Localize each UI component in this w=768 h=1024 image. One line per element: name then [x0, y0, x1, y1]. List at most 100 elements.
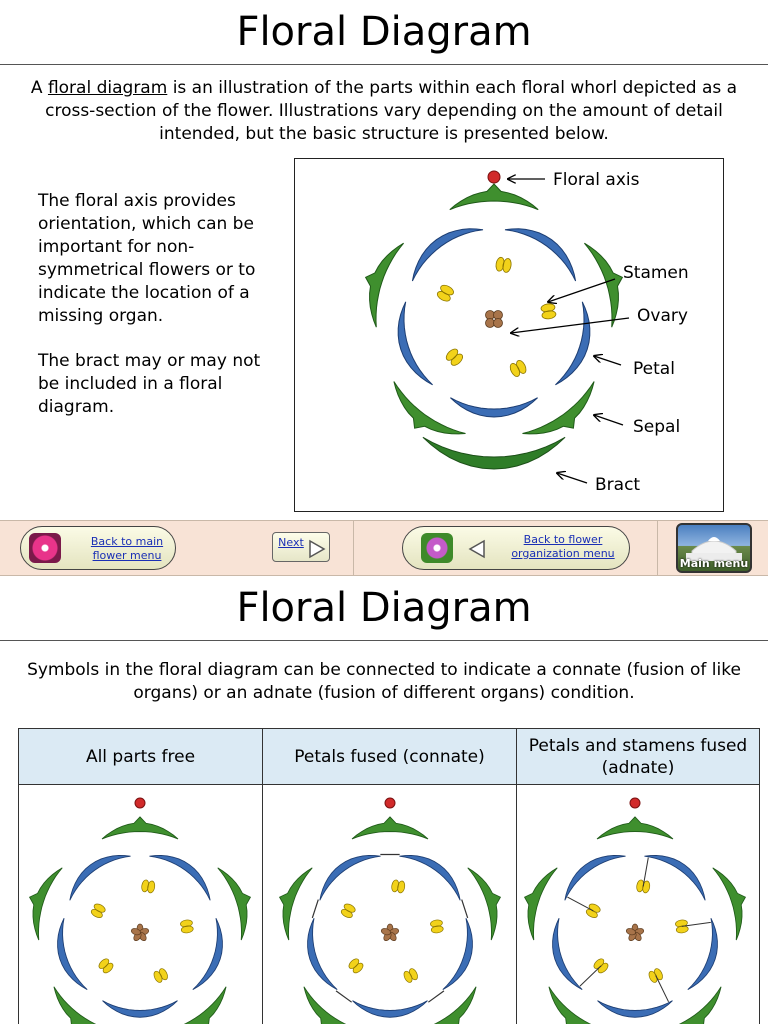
petal-shape	[352, 1000, 428, 1018]
stamen-shape	[180, 919, 194, 934]
label-floral-axis: Floral axis	[553, 170, 640, 190]
nav-divider	[657, 520, 658, 576]
sepal-shape	[183, 986, 227, 1024]
sepal-shape	[584, 242, 624, 328]
petal-shape	[397, 301, 433, 386]
diagram-cell-adnate	[516, 784, 760, 1024]
petal-shape	[687, 918, 718, 990]
petal-shape	[69, 854, 131, 901]
stamen-shape	[153, 968, 168, 983]
intro-paragraph: A floral diagram is an illustration of t…	[20, 77, 748, 146]
stamen-shape	[495, 256, 512, 273]
intro-rest: is an illustration of the parts within e…	[45, 78, 738, 144]
stamen-shape	[445, 348, 464, 366]
stamen-shape	[90, 903, 106, 918]
sepal-shape	[393, 381, 466, 435]
stamen-shape	[141, 879, 156, 894]
axis-dot	[384, 797, 396, 809]
petal-shape	[504, 228, 577, 282]
connation-explanation: Symbols in the floral diagram can be con…	[27, 660, 741, 703]
diagram-cell-connate	[262, 784, 517, 1024]
petal-shape	[597, 1000, 673, 1018]
label-stamen: Stamen	[623, 263, 689, 283]
sepal-shape	[217, 867, 252, 941]
fusion-line	[428, 990, 445, 1003]
adnate-line	[579, 965, 602, 987]
main-menu-label: Main menu	[679, 557, 749, 570]
sepal-shape	[596, 816, 674, 840]
bract-shape	[422, 436, 566, 470]
sepal-shape	[364, 242, 404, 328]
adnate-line	[681, 921, 711, 927]
stamen-shape	[636, 879, 651, 894]
stamen-shape	[430, 919, 444, 934]
ovary-shape	[485, 310, 503, 328]
petal-shape	[149, 854, 211, 901]
title-divider-2	[0, 640, 768, 641]
main-menu-button[interactable]: Main menu	[676, 523, 752, 573]
ovary-shape	[130, 923, 150, 942]
purple-flower-thumbnail-icon	[421, 533, 453, 563]
fusion-line	[461, 899, 469, 919]
column-header-free: All parts free	[18, 728, 263, 785]
fusion-line	[335, 990, 352, 1003]
adnate-line	[655, 975, 670, 1003]
page-title-2: Floral Diagram	[236, 585, 532, 631]
nav-divider	[353, 520, 354, 576]
petal-shape	[319, 854, 381, 901]
petal-shape	[102, 1000, 178, 1018]
sepal-shape	[28, 867, 63, 941]
diagram-cell-free	[18, 784, 263, 1024]
next-link[interactable]: Next	[278, 536, 304, 549]
stamen-shape	[675, 919, 689, 934]
stamen-shape	[436, 284, 454, 302]
ovary-shape	[380, 923, 400, 942]
comparison-table: All parts free Petals fused (connate) Pe…	[18, 728, 760, 1024]
back-to-flower-organization-link[interactable]: Back to flower organization menu	[511, 533, 615, 560]
intro-prefix: A	[30, 78, 48, 98]
sepal-shape	[678, 986, 722, 1024]
sepal-shape	[278, 867, 313, 941]
bract-explanation: The bract may or may not be included in …	[38, 351, 261, 417]
sepal-shape	[53, 986, 97, 1024]
sepal-shape	[467, 867, 502, 941]
petal-shape	[450, 397, 538, 418]
stamen-shape	[585, 903, 601, 918]
stamen-shape	[540, 303, 557, 320]
back-to-flower-organization-button[interactable]: Back to flower organization menu	[402, 526, 630, 570]
ovary-shape	[625, 923, 645, 942]
stamen-shape	[98, 958, 114, 974]
axis-dot	[134, 797, 146, 809]
adnate-line	[567, 896, 594, 912]
sepal-shape	[548, 986, 592, 1024]
petal-shape	[644, 854, 706, 901]
back-to-main-flower-menu-link[interactable]: Back to main flower menu	[90, 535, 164, 562]
next-button[interactable]: Next	[272, 532, 330, 562]
back-to-main-flower-menu-button[interactable]: Back to main flower menu	[20, 526, 176, 570]
column-header-connate: Petals fused (connate)	[262, 728, 517, 785]
adnate-line	[642, 857, 649, 887]
stamen-shape	[509, 359, 527, 377]
stamen-shape	[348, 958, 364, 974]
floral-diagram-drawing	[364, 170, 630, 484]
petal-shape	[57, 918, 88, 990]
column-header-adnate: Petals and stamens fused (adnate)	[516, 728, 760, 785]
petal-shape	[192, 918, 223, 990]
petal-shape	[399, 854, 461, 901]
sepal-shape	[522, 381, 595, 435]
label-ovary: Ovary	[637, 306, 688, 326]
floral-diagram-figure: Floral axis Stamen Ovary Petal Sepal Bra…	[294, 158, 724, 512]
back-arrow-icon	[468, 539, 485, 559]
page-title: Floral Diagram	[236, 9, 532, 55]
stamen-shape	[403, 968, 418, 983]
sepal-shape	[712, 867, 747, 941]
diagram-petals-stamens-fused	[523, 797, 747, 1024]
petal-shape	[307, 918, 338, 990]
pink-flower-thumbnail-icon	[29, 533, 61, 563]
floral-diagram-term: floral diagram	[47, 78, 168, 98]
petal-shape	[552, 918, 583, 990]
sepal-shape	[101, 816, 179, 840]
label-arrows	[508, 179, 630, 484]
stamen-shape	[340, 903, 356, 918]
sepal-shape	[351, 816, 429, 840]
